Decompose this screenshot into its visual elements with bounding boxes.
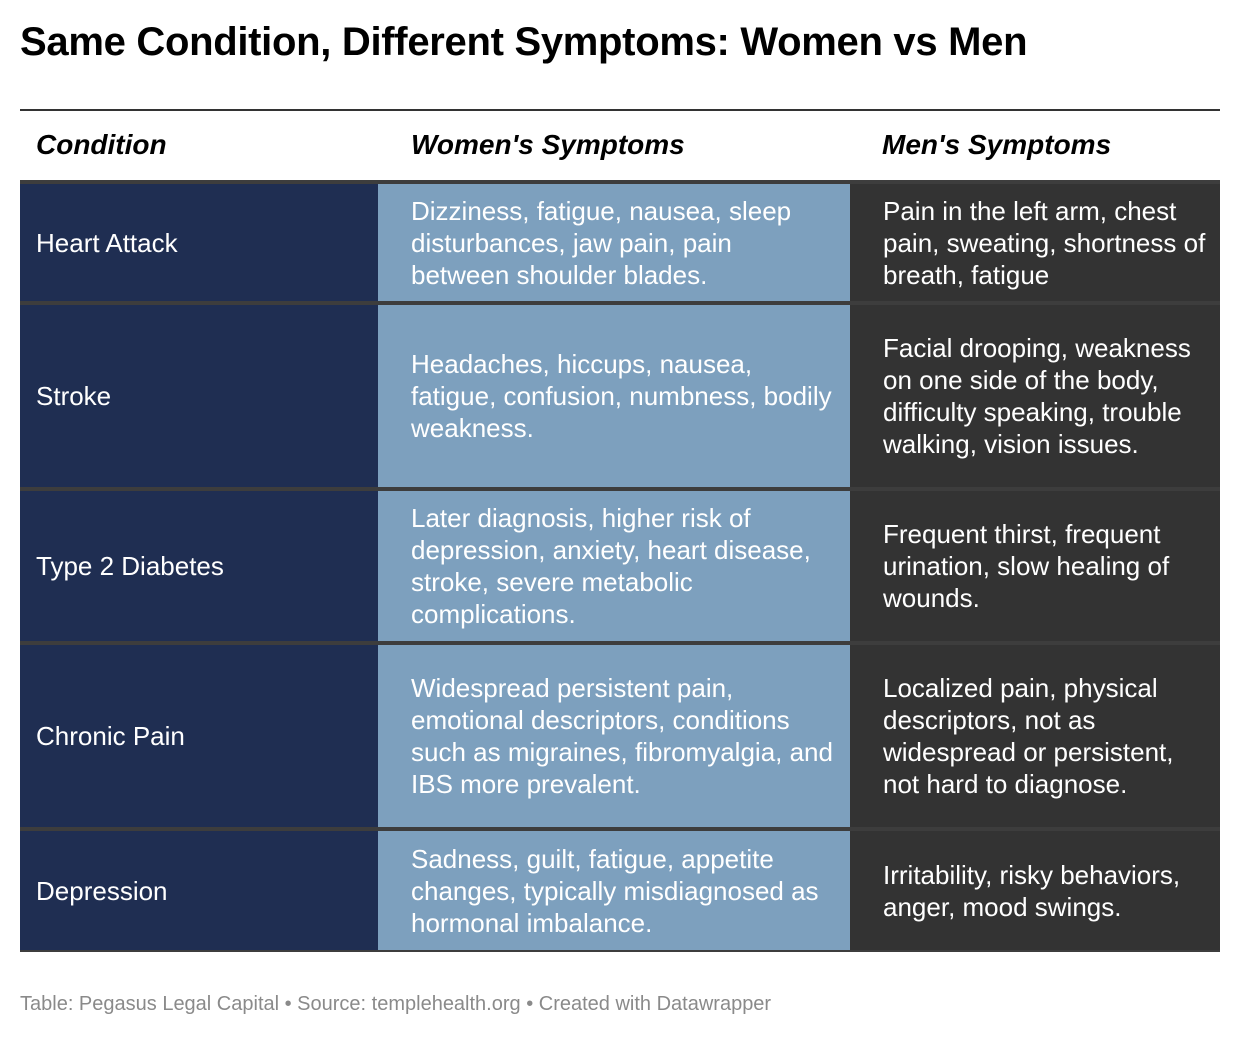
women-symptoms-cell: Headaches, hiccups, nausea, fatigue, con… (378, 305, 850, 487)
men-symptoms-cell: Frequent thirst, frequent urination, slo… (850, 491, 1220, 641)
men-symptoms-cell: Facial drooping, weakness on one side of… (850, 305, 1220, 487)
source-footer: Table: Pegasus Legal Capital • Source: t… (20, 993, 772, 1015)
chart-title: Same Condition, Different Symptoms: Wome… (20, 20, 1028, 64)
table-row: Heart Attack Dizziness, fatigue, nausea,… (20, 180, 1220, 301)
header-rule (20, 109, 1220, 111)
table-row: Type 2 Diabetes Later diagnosis, higher … (20, 487, 1220, 641)
men-symptoms-cell: Localized pain, physical descriptors, no… (850, 645, 1220, 827)
condition-cell: Type 2 Diabetes (20, 491, 378, 641)
table-row: Depression Sadness, guilt, fatigue, appe… (20, 827, 1220, 950)
table-row: Stroke Headaches, hiccups, nausea, fatig… (20, 301, 1220, 487)
condition-cell: Chronic Pain (20, 645, 378, 827)
column-header-condition: Condition (36, 129, 167, 160)
column-header-men: Men's Symptoms (882, 129, 1112, 160)
women-symptoms-cell: Widespread persistent pain, emotional de… (378, 645, 850, 827)
women-symptoms-cell: Dizziness, fatigue, nausea, sleep distur… (378, 184, 850, 301)
condition-cell: Depression (20, 831, 378, 950)
men-symptoms-cell: Irritability, risky behaviors, anger, mo… (850, 831, 1220, 950)
women-symptoms-cell: Sadness, guilt, fatigue, appetite change… (378, 831, 850, 950)
symptoms-table: Heart Attack Dizziness, fatigue, nausea,… (20, 180, 1220, 952)
condition-cell: Stroke (20, 305, 378, 487)
women-symptoms-cell: Later diagnosis, higher risk of depressi… (378, 491, 850, 641)
column-header-women: Women's Symptoms (411, 129, 685, 160)
condition-cell: Heart Attack (20, 184, 378, 301)
table-row: Chronic Pain Widespread persistent pain,… (20, 641, 1220, 827)
men-symptoms-cell: Pain in the left arm, chest pain, sweati… (850, 184, 1220, 301)
